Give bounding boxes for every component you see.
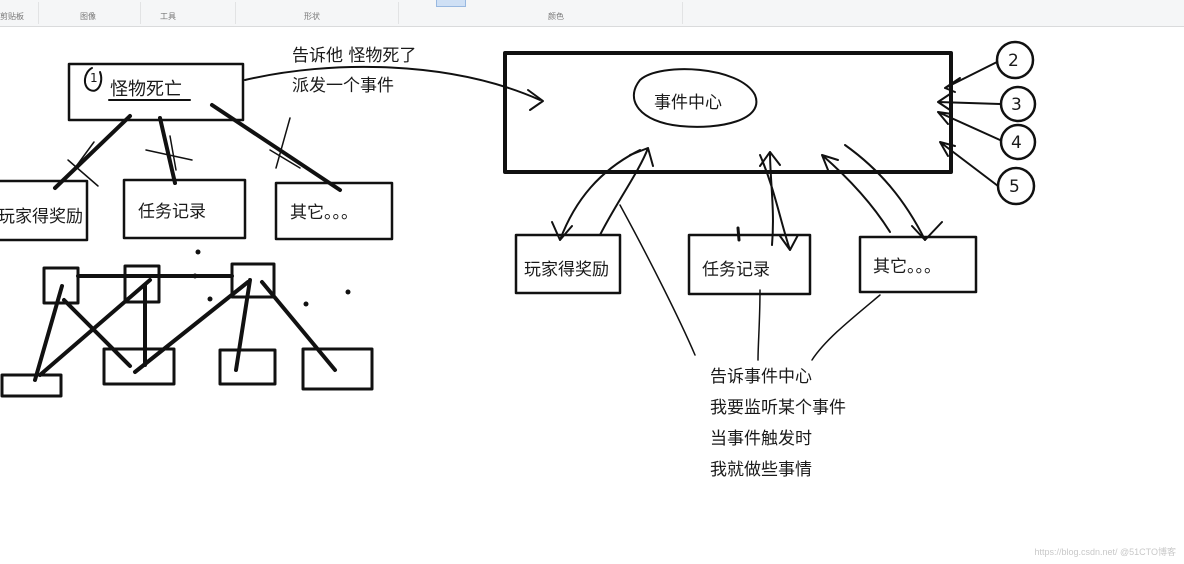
listener-pointer — [619, 204, 696, 356]
selected-shape-tool[interactable] — [436, 0, 466, 7]
web-edge — [33, 284, 64, 382]
listener-arrow — [944, 61, 998, 93]
circle-number-5: 5 — [1009, 177, 1020, 197]
scatter-dots — [192, 249, 351, 307]
arrow-center-to-other — [844, 144, 943, 241]
arrow-center-to-task — [759, 154, 799, 251]
cross-mark — [67, 141, 99, 187]
ribbon-group-clipboard[interactable]: 剪贴板 — [0, 12, 24, 21]
cross-mark — [269, 117, 301, 169]
arrow-task-to-center — [759, 151, 781, 246]
listener-note-line2: 我要监听某个事件 — [710, 398, 846, 418]
ribbon-divider — [38, 2, 39, 24]
left-box-other — [274, 181, 394, 241]
web-node — [0, 373, 63, 398]
right-box-reward — [514, 233, 622, 295]
left-box-reward — [0, 179, 89, 242]
left-box-other-label: 其它。。。 — [290, 203, 358, 223]
right-box-other — [858, 235, 978, 294]
web-edge — [260, 280, 337, 372]
event-center-oval — [633, 68, 758, 128]
web-node — [230, 262, 276, 299]
ribbon-divider — [140, 2, 141, 24]
dispatch-note-line1: 告诉他 怪物死了 — [292, 46, 416, 66]
circle-mark-1 — [84, 67, 103, 92]
arrow-reward-to-center — [599, 147, 654, 236]
circle-number-2: 2 — [1008, 51, 1019, 71]
listener-note-line3: 当事件触发时 — [710, 429, 812, 449]
circle-number-4: 4 — [1011, 133, 1022, 153]
left-box-task-label: 任务记录 — [138, 202, 206, 222]
web-node — [123, 264, 161, 304]
circle-mark-4 — [999, 123, 1037, 161]
event-center-label: 事件中心 — [654, 93, 722, 113]
left-box-task — [122, 178, 247, 240]
right-box-task-label: 任务记录 — [702, 260, 770, 280]
web-edge — [133, 280, 250, 374]
ribbon-group-image[interactable]: 图像 — [80, 12, 96, 21]
ribbon-group-colors[interactable]: 颜色 — [548, 12, 564, 21]
monster-death-box — [67, 62, 245, 122]
listener-note-line4: 我就做些事情 — [710, 460, 812, 480]
ribbon-group-shapes[interactable]: 形状 — [304, 12, 320, 21]
listener-arrow — [939, 141, 999, 187]
listener-arrow — [937, 93, 1001, 111]
left-box-reward-label: 玩家得奖励 — [0, 207, 83, 227]
watermark: https://blog.csdn.net/ @51CTO博客 — [1034, 547, 1176, 557]
listener-pointer — [811, 294, 881, 361]
monster-death-label: 怪物死亡 — [110, 79, 182, 100]
arrow-other-to-center — [821, 154, 891, 233]
circle-number-3: 3 — [1011, 95, 1022, 115]
coupling-line-reward — [53, 114, 132, 190]
coupling-line-other — [210, 103, 342, 192]
arrow-center-to-reward — [551, 149, 641, 241]
web-edge — [38, 278, 152, 377]
right-box-other-label: 其它。。。 — [873, 257, 941, 277]
web-edge — [234, 278, 252, 372]
event-center-box — [503, 51, 953, 174]
web-node — [42, 266, 80, 305]
circle-number-1: 1 — [90, 71, 98, 85]
ribbon-divider — [398, 2, 399, 24]
web-node — [301, 347, 374, 391]
listener-pointer — [757, 289, 761, 361]
coupling-line-task — [158, 116, 177, 185]
ribbon-divider — [235, 2, 236, 24]
paint-ribbon-toolbar: 剪贴板 图像 工具 形状 颜色 — [0, 0, 1184, 27]
ribbon-divider — [682, 2, 683, 24]
right-box-task — [687, 233, 812, 296]
dispatch-note-line2: 派发一个事件 — [292, 76, 394, 96]
circle-mark-2 — [995, 40, 1035, 80]
cross-mark — [145, 135, 193, 171]
listener-note-line1: 告诉事件中心 — [710, 367, 812, 387]
ribbon-group-tools[interactable]: 工具 — [160, 12, 176, 21]
dispatch-arrowhead — [527, 89, 544, 111]
web-node — [218, 348, 277, 386]
listener-arrow — [937, 111, 1001, 141]
web-edge — [62, 298, 132, 368]
tick-mark — [736, 226, 741, 242]
web-node — [102, 347, 176, 386]
right-box-reward-label: 玩家得奖励 — [524, 260, 609, 280]
